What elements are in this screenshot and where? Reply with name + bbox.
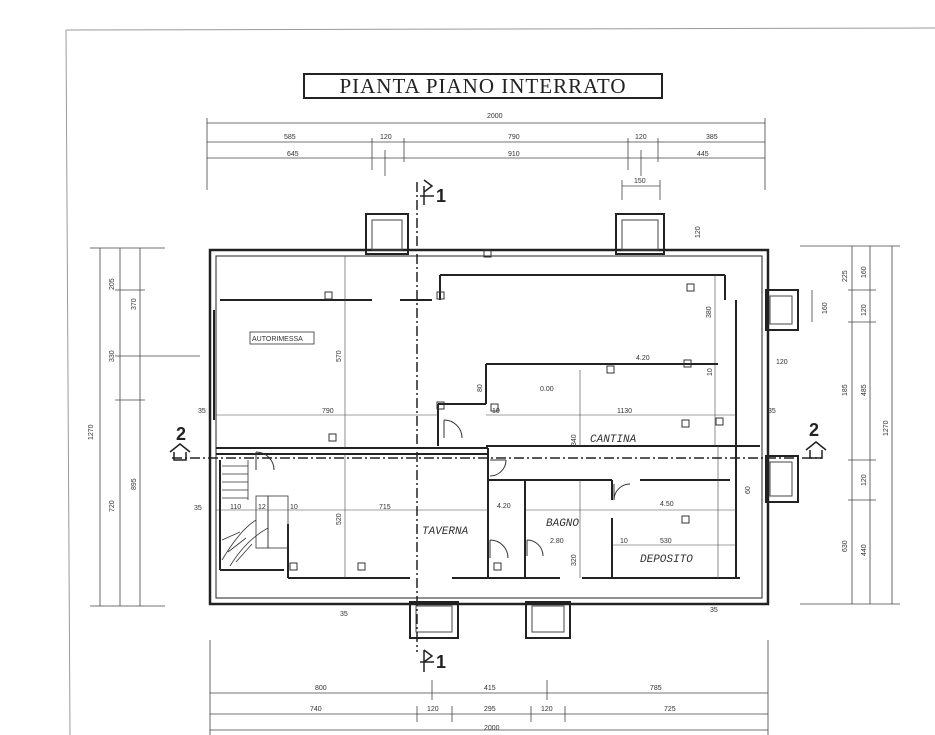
dim-inner-12: 12 <box>258 504 266 511</box>
room-bagno: BAGNO <box>546 518 579 530</box>
dim-bottom-b-5: 725 <box>664 706 676 713</box>
dim-inner-570: 570 <box>336 350 343 362</box>
dim-inner-10-d: 10 <box>707 368 714 376</box>
section-label-1-bottom: 1 <box>436 652 446 672</box>
room-taverna: TAVERNA <box>422 526 469 538</box>
dim-bottom-a-1: 800 <box>315 685 327 692</box>
level-0-00: 0.00 <box>540 386 554 393</box>
right-dimensions <box>800 245 900 605</box>
dim-inner-380: 380 <box>706 306 713 318</box>
dim-right-a-1: 225 <box>842 270 849 282</box>
dim-inner-10-b: 10 <box>620 538 628 545</box>
dim-right-a-5: 120 <box>861 474 868 486</box>
dim-right-a-6: 440 <box>861 544 868 556</box>
dim-left-a-2: 330 <box>109 350 116 362</box>
dim-right-total: 1270 <box>883 420 890 436</box>
section-arrow-2-left <box>169 443 191 461</box>
dim-inner-715: 715 <box>379 504 391 511</box>
dim-bottom-a-2: 415 <box>484 685 496 692</box>
dim-top-total: 2000 <box>487 113 503 120</box>
dim-inner-520: 520 <box>336 513 343 525</box>
dim-bottom-total: 2000 <box>484 725 500 732</box>
dim-left-b-1: 370 <box>131 298 138 310</box>
dim-bottom-b-3: 295 <box>484 706 496 713</box>
page-title: PIANTA PIANO INTERRATO <box>303 73 663 99</box>
dim-inner-790: 790 <box>322 408 334 415</box>
dim-left-total: 1270 <box>88 424 95 440</box>
dim-top-a-3: 790 <box>508 134 520 141</box>
dim-inner-530: 530 <box>660 538 672 545</box>
section-arrow-2-right <box>805 441 827 459</box>
dim-top-a-2: 120 <box>380 134 392 141</box>
section-label-2-right: 2 <box>809 420 819 440</box>
sheet-border <box>65 27 935 735</box>
dim-inner-35-e: 35 <box>710 607 718 614</box>
dim-right-a-2: 160 <box>861 266 868 278</box>
internal-walls <box>213 274 760 579</box>
dim-bottom-b-2: 120 <box>427 706 439 713</box>
dim-left-a-1: 205 <box>109 278 116 290</box>
room-cantina: CANTINA <box>590 434 637 446</box>
dim-inner-120: 120 <box>695 226 702 238</box>
dim-top-b-2: 910 <box>508 151 520 158</box>
dim-inner-1130: 1130 <box>617 408 632 415</box>
dim-inner-35-d: 35 <box>340 611 348 618</box>
dim-right-box-1: 160 <box>822 302 829 314</box>
dim-top-a-5: 385 <box>706 134 718 141</box>
section-label-1-top: 1 <box>436 186 446 206</box>
dim-inner-320: 320 <box>571 554 578 566</box>
room-autorimessa: AUTORIMESSA <box>252 336 303 343</box>
dim-inner-10-c: 10 <box>290 504 298 511</box>
level-4-50: 4.50 <box>660 501 674 508</box>
left-dimensions <box>90 247 200 607</box>
light-well-inner <box>371 219 793 633</box>
dim-inner-110: 110 <box>230 504 241 511</box>
dim-bottom-b-4: 120 <box>541 706 553 713</box>
dim-right-b-2: 630 <box>842 540 849 552</box>
dim-top-a-4: 120 <box>635 134 647 141</box>
autorimessa-label-box: AUTORIMESSA <box>249 331 315 345</box>
dim-bottom-b-1: 740 <box>310 706 322 713</box>
dim-inner-35-a: 35 <box>198 408 206 415</box>
dim-top-b-1: 645 <box>287 151 299 158</box>
level-4-20-top: 4.20 <box>636 355 650 362</box>
dim-top-box: 150 <box>634 178 646 185</box>
dim-inner-35-b: 35 <box>194 505 202 512</box>
room-deposito: DEPOSITO <box>640 554 693 566</box>
dim-left-a-3: 720 <box>109 500 116 512</box>
level-4-20-bagno: 4.20 <box>497 503 511 510</box>
section-arrow-1-bottom <box>420 649 434 672</box>
level-2-80: 2.80 <box>550 538 564 545</box>
dim-right-box-2: 120 <box>776 359 788 366</box>
column-marks <box>289 249 724 571</box>
bottom-dimensions <box>209 640 769 735</box>
dim-top-a-1: 585 <box>284 134 296 141</box>
dim-inner-340: 340 <box>571 434 578 446</box>
dim-inner-35-c: 35 <box>768 408 776 415</box>
dim-inner-80: 80 <box>477 384 484 392</box>
section-arrow-1-top <box>420 179 434 205</box>
dim-right-a-3: 120 <box>861 304 868 316</box>
light-wells <box>365 213 799 639</box>
dim-bottom-a-3: 785 <box>650 685 662 692</box>
top-dimensions <box>206 118 766 200</box>
section-label-2-left: 2 <box>176 424 186 444</box>
dim-left-b-2: 895 <box>131 478 138 490</box>
dim-top-b-3: 445 <box>697 151 709 158</box>
staircase <box>221 460 289 567</box>
dim-right-a-4: 485 <box>861 384 868 396</box>
internal-dimension-lines <box>216 256 736 578</box>
dim-inner-60: 60 <box>745 486 752 494</box>
dim-right-b-1: 185 <box>842 384 849 396</box>
